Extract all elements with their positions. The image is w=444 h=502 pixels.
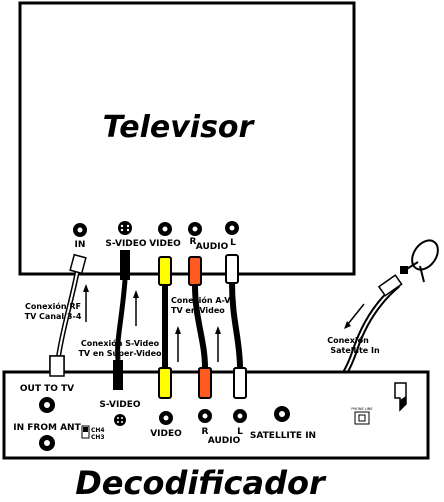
video-arrow-icon (175, 326, 181, 362)
audio-l-plug-bottom-overlay-icon (233, 367, 247, 399)
tv-svideo-label: S-VIDEO (105, 239, 146, 249)
svideo-plug-bottom-overlay-icon (113, 360, 123, 390)
svideo-plug-top-icon (120, 250, 130, 280)
audio-l-plug-top-icon (225, 254, 239, 284)
phone-jack-icon (354, 411, 370, 425)
audio-r-plug-top-icon (188, 256, 202, 286)
audio-r-cable (192, 284, 208, 369)
av-connection-title: Conexión A-V (171, 295, 231, 305)
av-connection-subtitle: TV en Video (171, 306, 225, 315)
decoder-video-jack-icon (159, 411, 173, 425)
satellite-connection-title: Conexión (327, 335, 369, 345)
power-connector-icon (394, 382, 407, 412)
out-to-tv-jack-icon (39, 397, 55, 413)
decoder-svideo-jack-icon (114, 414, 126, 426)
decoder-svideo-label: S-VIDEO (99, 400, 140, 410)
tv-audio-label: AUDIO (196, 242, 229, 252)
tv-video-label: VIDEO (149, 239, 181, 249)
ch3-label: CH3 (91, 434, 105, 441)
satellite-connection-subtitle: Satellite In (330, 346, 380, 355)
satellite-in-jack-icon (274, 406, 290, 422)
audio-arrow-icon (215, 326, 221, 362)
phone-line-label: PHONE LINE (351, 407, 372, 411)
tv-audio-r-jack-icon (188, 222, 202, 236)
satellite-in-label: SATELLITE IN (250, 431, 316, 441)
decoder-audio-l-jack-icon (233, 409, 247, 423)
decoder-audio-r-jack-icon (198, 409, 212, 423)
in-from-ant-jack-icon (39, 435, 55, 451)
ch4-label: CH4 (91, 427, 105, 434)
tv-in-jack-icon (73, 223, 87, 237)
rf-connection-subtitle: TV Canal 3-4 (25, 312, 82, 321)
svideo-cable (115, 279, 128, 361)
rf-arrow-icon (83, 284, 89, 322)
svideo-arrow-icon (133, 290, 139, 326)
rf-plug-bottom-overlay-icon (49, 355, 65, 377)
decoder-title: Decodificador (75, 464, 327, 502)
rf-connection-title: Conexión RF (25, 301, 81, 311)
tv-audio-l-jack-icon (225, 221, 239, 235)
in-from-ant-label: IN FROM ANT (13, 423, 81, 433)
decoder-video-label: VIDEO (150, 429, 182, 439)
audio-l-cable (229, 282, 243, 369)
tv-title: Televisor (103, 110, 256, 145)
tv-l-label: L (230, 238, 236, 248)
out-to-tv-label: OUT TO TV (20, 384, 74, 394)
audio-r-plug-bottom-overlay-icon (198, 367, 212, 399)
tv-r-label: R (190, 237, 197, 247)
video-plug-bottom-overlay-icon (158, 367, 172, 399)
rf-cable-core (57, 267, 79, 361)
svideo-connection-title: Conexión S-Video (81, 338, 160, 348)
decoder-l-label: L (237, 427, 243, 437)
satellite-arrow-icon (344, 303, 365, 329)
decoder-audio-label: AUDIO (208, 436, 241, 446)
svideo-connection-subtitle: TV en Super-Video (78, 349, 162, 358)
satellite-plug-right-icon (377, 274, 403, 297)
tv-in-label: IN (75, 240, 86, 250)
decoder-r-label: R (202, 427, 209, 437)
video-plug-top-icon (158, 256, 172, 286)
satellite-dish-icon (400, 239, 439, 283)
tv-svideo-jack-icon (118, 221, 132, 235)
tv-video-jack-icon (158, 222, 172, 236)
ch-switch-icon (81, 425, 90, 439)
rf-plug-top-icon (69, 253, 87, 275)
